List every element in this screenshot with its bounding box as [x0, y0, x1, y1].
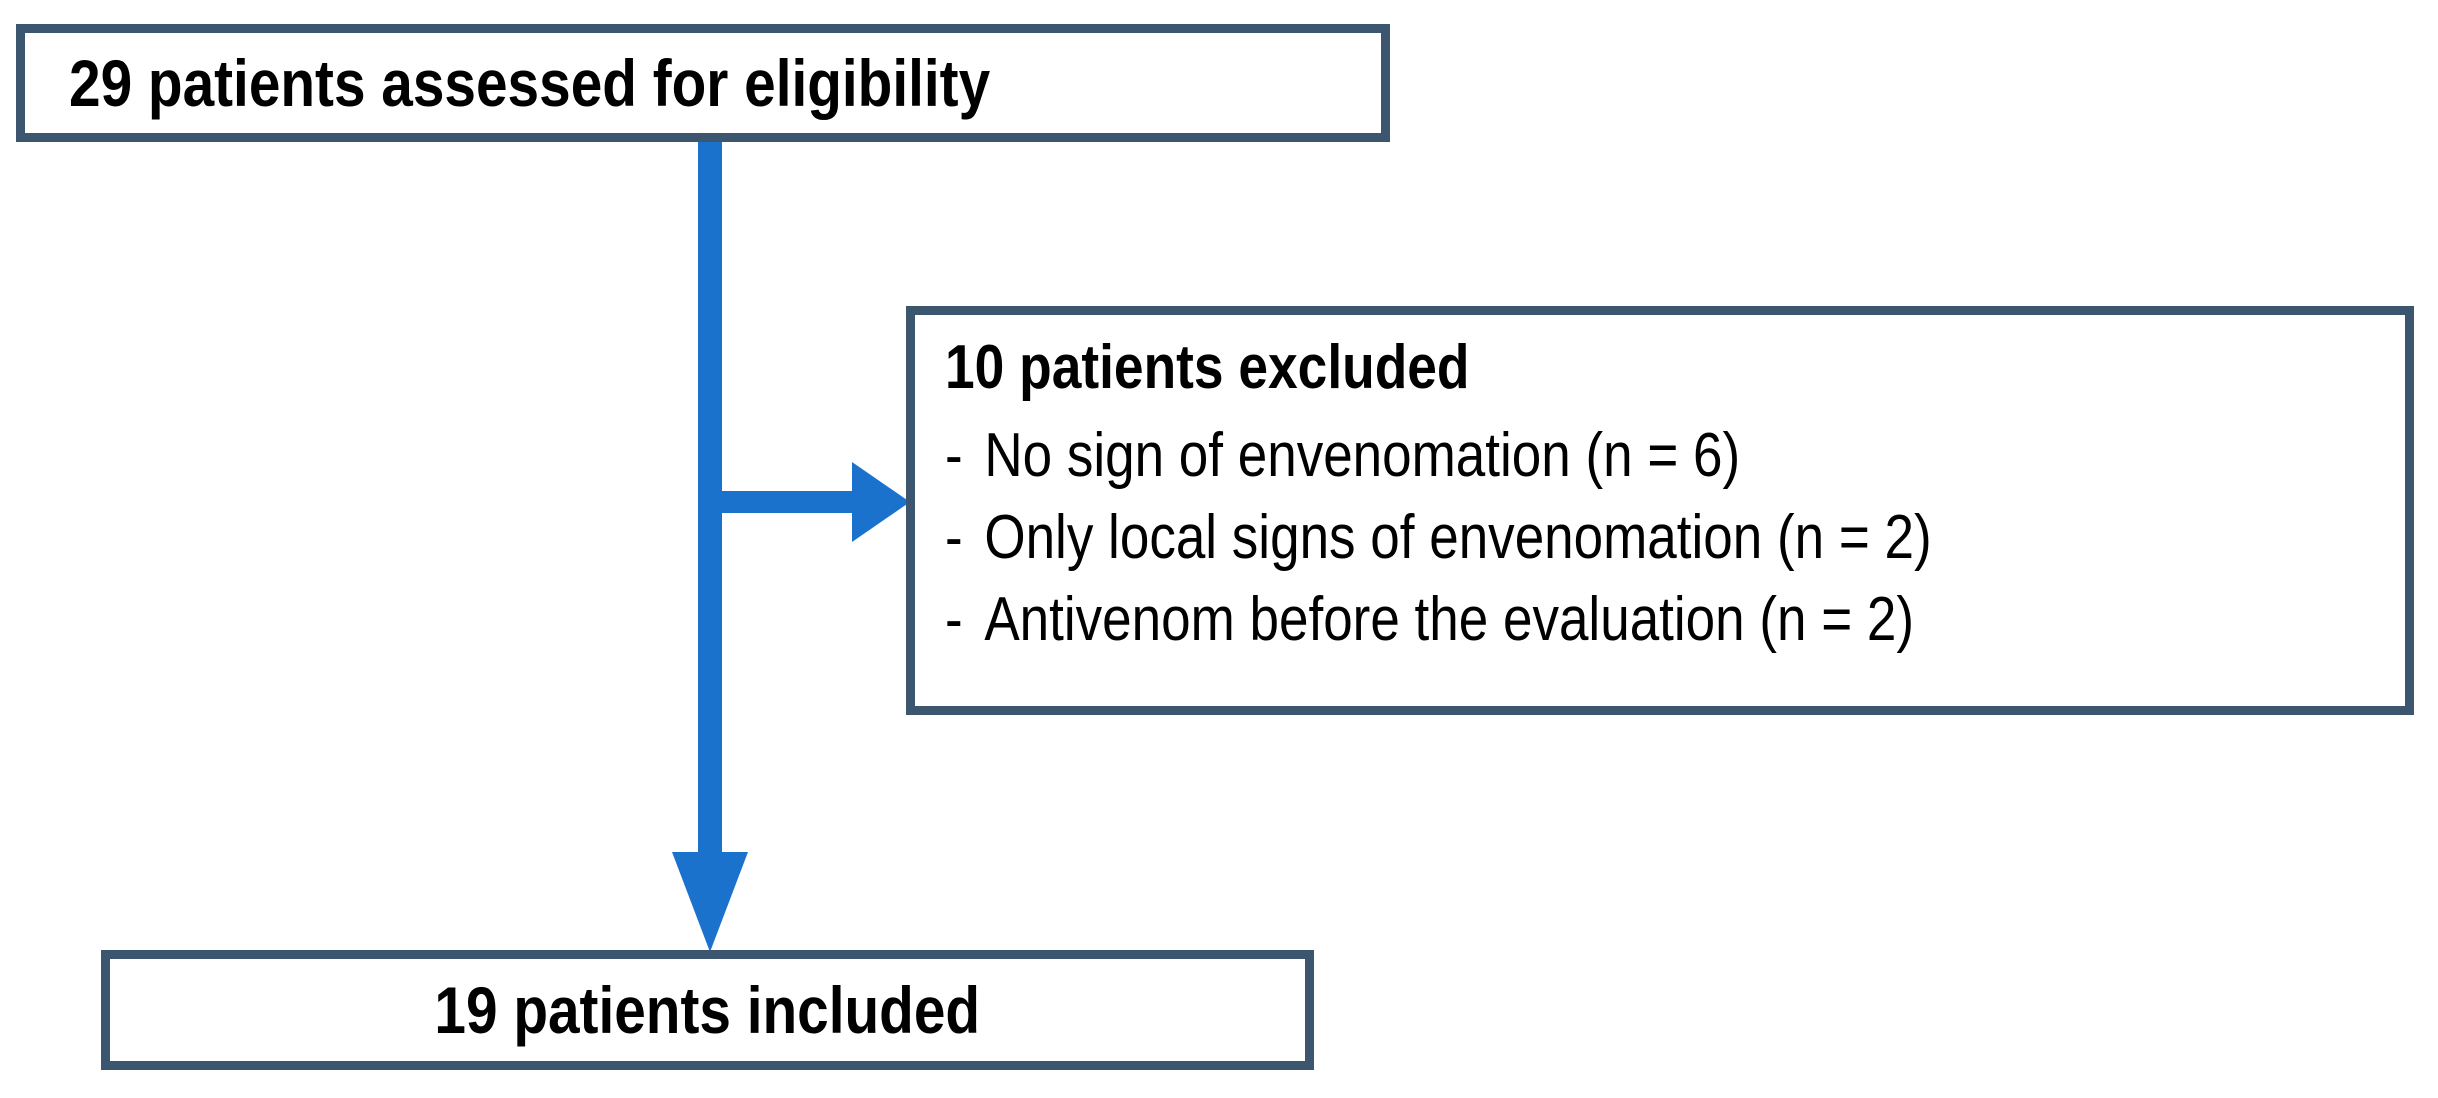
list-item: - No sign of envenomation (n = 6) [945, 405, 1932, 487]
exclusion-reason-text: No sign of envenomation (n = 6) [984, 421, 1741, 490]
exclusion-reason-list: - No sign of envenomation (n = 6) - Only… [915, 405, 2099, 651]
excluded-heading: 10 patients excluded [945, 333, 1470, 402]
right-arrow-icon [852, 462, 910, 542]
node-patients-excluded: 10 patients excluded - No sign of enveno… [906, 306, 2414, 715]
bullet-dash: - [945, 585, 963, 654]
list-item: - Only local signs of envenomation (n = … [945, 487, 1932, 569]
down-arrow-icon [672, 852, 748, 952]
exclusion-reason-text: Only local signs of envenomation (n = 2) [984, 503, 1932, 572]
node-patients-included: 19 patients included [101, 950, 1314, 1070]
horizontal-connector-line [716, 491, 860, 513]
included-label: 19 patients included [434, 973, 981, 1047]
assessed-label: 29 patients assessed for eligibility [69, 46, 991, 120]
bullet-dash: - [945, 503, 963, 572]
exclusion-reason-text: Antivenom before the evaluation (n = 2) [984, 585, 1915, 654]
bullet-dash: - [945, 421, 963, 490]
list-item: - Antivenom before the evaluation (n = 2… [945, 569, 1932, 651]
node-assessed-for-eligibility: 29 patients assessed for eligibility [16, 24, 1390, 142]
